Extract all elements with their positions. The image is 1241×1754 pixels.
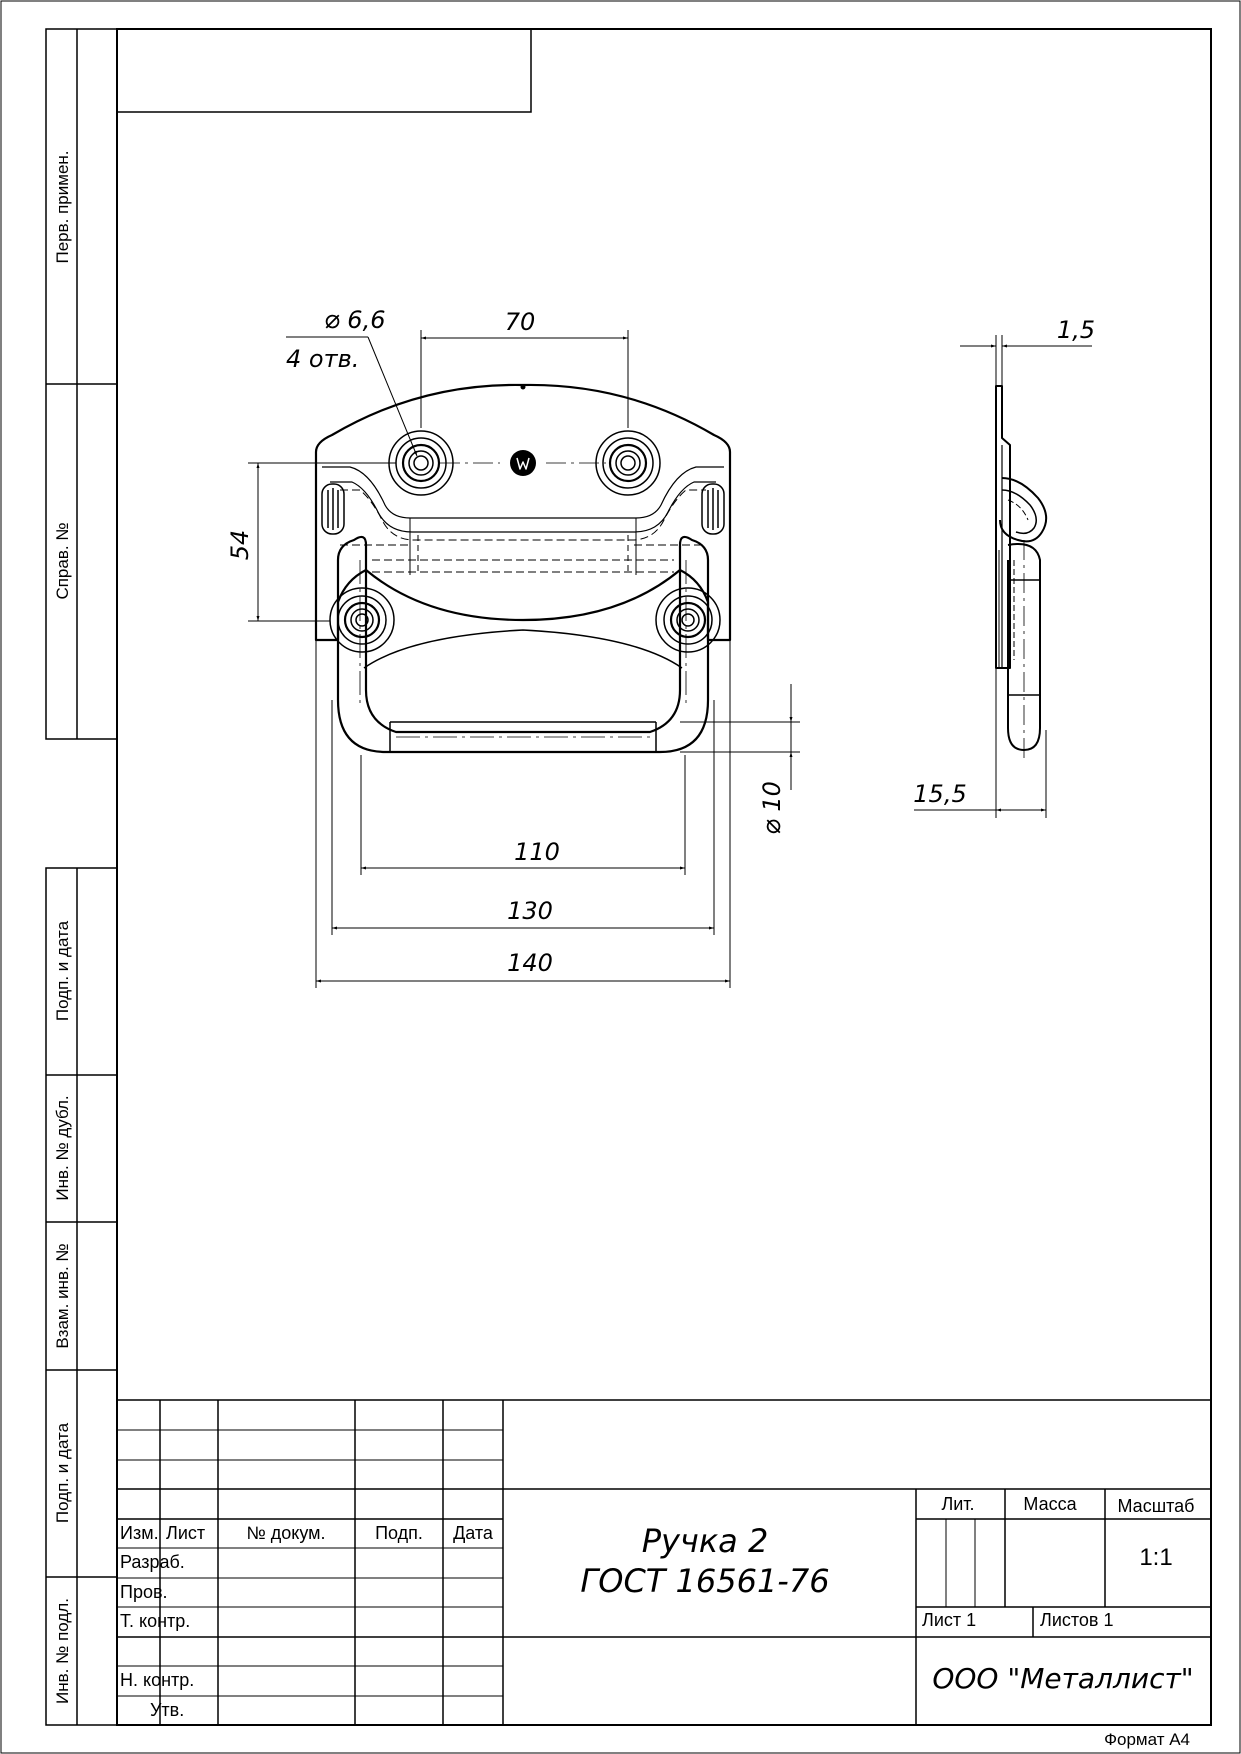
side-stamp-labels: Перв. примен. Справ. № Подп. и дата Инв.…: [53, 150, 72, 1703]
header-data: Дата: [453, 1523, 494, 1543]
hole-upper-right: [595, 430, 661, 496]
label-sheet: Лист 1: [922, 1610, 976, 1630]
role-razrab: Разраб.: [120, 1552, 185, 1572]
label-sheets: Листов 1: [1040, 1610, 1114, 1630]
title-block-grid: [117, 1399, 1211, 1725]
side-hinge: [999, 477, 1048, 543]
side-view: [995, 385, 1048, 760]
dim-15-5: 15,5: [913, 780, 966, 808]
stamp-podp-data-2: Подп. и дата: [53, 1422, 72, 1523]
drawing-standard: ГОСТ 16561-76: [580, 1562, 829, 1600]
drawing-title: Ручка 2: [642, 1522, 769, 1560]
header-izm: Изм.: [120, 1523, 159, 1543]
right-hinge: [701, 483, 725, 535]
label-massa: Масса: [1023, 1494, 1077, 1514]
stamp-podp-data-1: Подп. и дата: [53, 920, 72, 1021]
label-masshtab: Масштаб: [1117, 1496, 1194, 1516]
dim-140: 140: [507, 949, 553, 977]
front-dimension-labels: ⌀ 6,6 4 отв. 70 54 110 130 140 ⌀ 10: [226, 305, 787, 977]
role-t-kontr: Т. контр.: [120, 1611, 190, 1631]
stamp-vzam-inv: Взам. инв. №: [53, 1243, 72, 1348]
hole-count-label: 4 отв.: [286, 345, 359, 373]
top-left-box: [116, 28, 532, 113]
stamp-inv-dubl: Инв. № дубл.: [53, 1095, 72, 1200]
handle-outer: [336, 535, 710, 754]
dim-130: 130: [507, 897, 553, 925]
hole-lower-right: [655, 587, 721, 653]
front-dimensions: [248, 330, 800, 988]
side-dimensions: [914, 335, 1092, 818]
role-n-kontr: Н. контр.: [120, 1670, 194, 1690]
side-stamp-column: [45, 28, 118, 1726]
sheet-format: Формат А4: [1104, 1730, 1190, 1749]
header-list: Лист: [166, 1523, 205, 1543]
stamp-inv-podl: Инв. № подл.: [53, 1598, 72, 1704]
stamp-sprav-no: Справ. №: [53, 522, 72, 599]
dim-1-5: 1,5: [1057, 316, 1095, 344]
rod-diameter-label: ⌀ 10: [757, 781, 787, 835]
hole-diameter-label: ⌀ 6,6: [324, 305, 385, 335]
left-hinge: [321, 483, 345, 535]
plate-bend-line: [322, 466, 724, 519]
header-doc-no: № докум.: [246, 1523, 325, 1543]
scale-value: 1:1: [1139, 1544, 1172, 1571]
role-utv: Утв.: [150, 1700, 184, 1720]
label-lit: Лит.: [941, 1494, 974, 1514]
center-rivet: [510, 450, 536, 476]
dim-70: 70: [505, 308, 536, 336]
role-prov: Пров.: [120, 1582, 168, 1602]
title-block-text: Изм. Лист № докум. Подп. Дата Разраб. Пр…: [120, 1494, 1195, 1720]
header-podp: Подп.: [375, 1523, 423, 1543]
dim-110: 110: [514, 838, 560, 866]
side-handle: [1007, 543, 1041, 751]
dim-54: 54: [226, 530, 254, 561]
stamp-perv-primen: Перв. примен.: [53, 150, 72, 263]
company-name: ООО "Металлист": [932, 1662, 1193, 1695]
hole-lower-left: [329, 587, 395, 653]
front-view: [314, 383, 732, 754]
side-dimension-labels: 1,5 15,5: [913, 316, 1095, 808]
